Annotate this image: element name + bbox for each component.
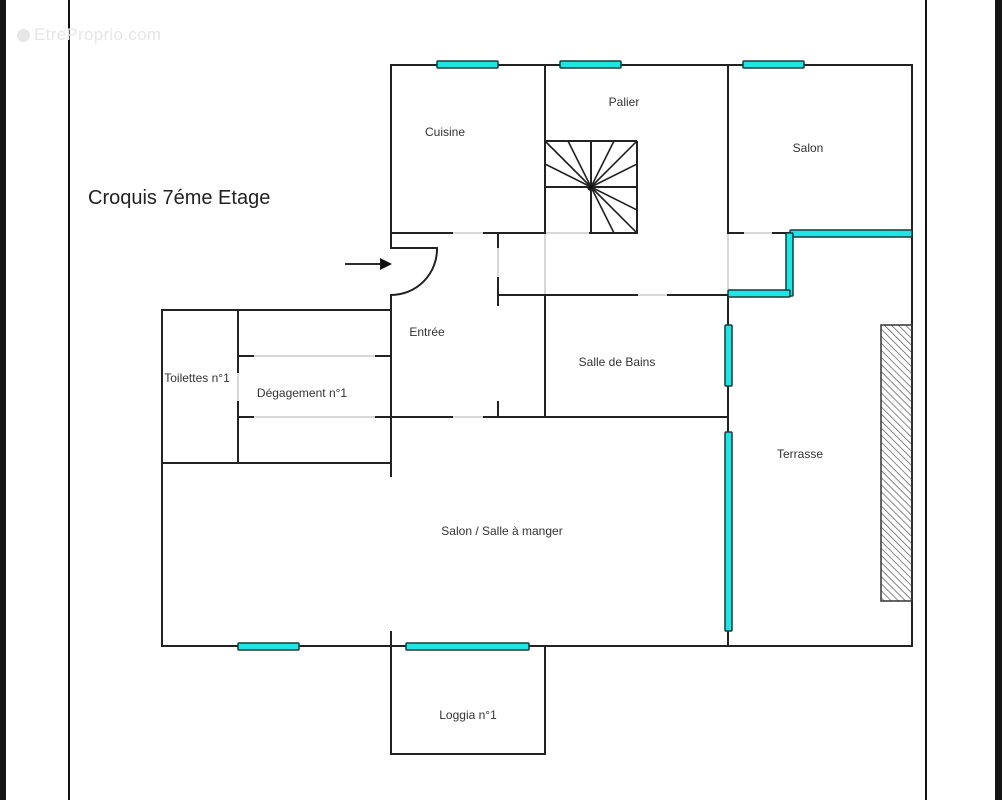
page-border-left bbox=[68, 0, 70, 800]
plan-title: Croquis 7éme Etage bbox=[88, 187, 271, 209]
watermark: EtreProprio.com bbox=[17, 25, 161, 45]
room-label-cuisine: Cuisine bbox=[424, 125, 466, 139]
room-label-palier: Palier bbox=[608, 95, 640, 109]
room-label-salon-salle-a-manger: Salon / Salle à manger bbox=[441, 524, 563, 538]
room-label-salle-de-bains: Salle de Bains bbox=[578, 355, 656, 369]
spiral-staircase-icon bbox=[544, 140, 638, 234]
room-label-degagement: Dégagement n°1 bbox=[256, 386, 348, 400]
left-edge-strip bbox=[0, 0, 6, 800]
room-label-entree: Entrée bbox=[409, 325, 445, 339]
hatched-planter-icon bbox=[880, 324, 913, 602]
room-label-loggia: Loggia n°1 bbox=[439, 708, 497, 722]
watermark-text: EtreProprio.com bbox=[34, 25, 162, 44]
room-label-toilettes: Toilettes n°1 bbox=[164, 371, 230, 385]
windows bbox=[237, 60, 913, 651]
entry-arrow-icon bbox=[345, 258, 392, 270]
page-border-right bbox=[925, 0, 927, 800]
right-edge-strip bbox=[995, 0, 1002, 800]
room-label-terrasse: Terrasse bbox=[776, 447, 824, 461]
room-label-salon: Salon bbox=[792, 141, 824, 155]
copyright-logo-icon bbox=[17, 28, 30, 42]
